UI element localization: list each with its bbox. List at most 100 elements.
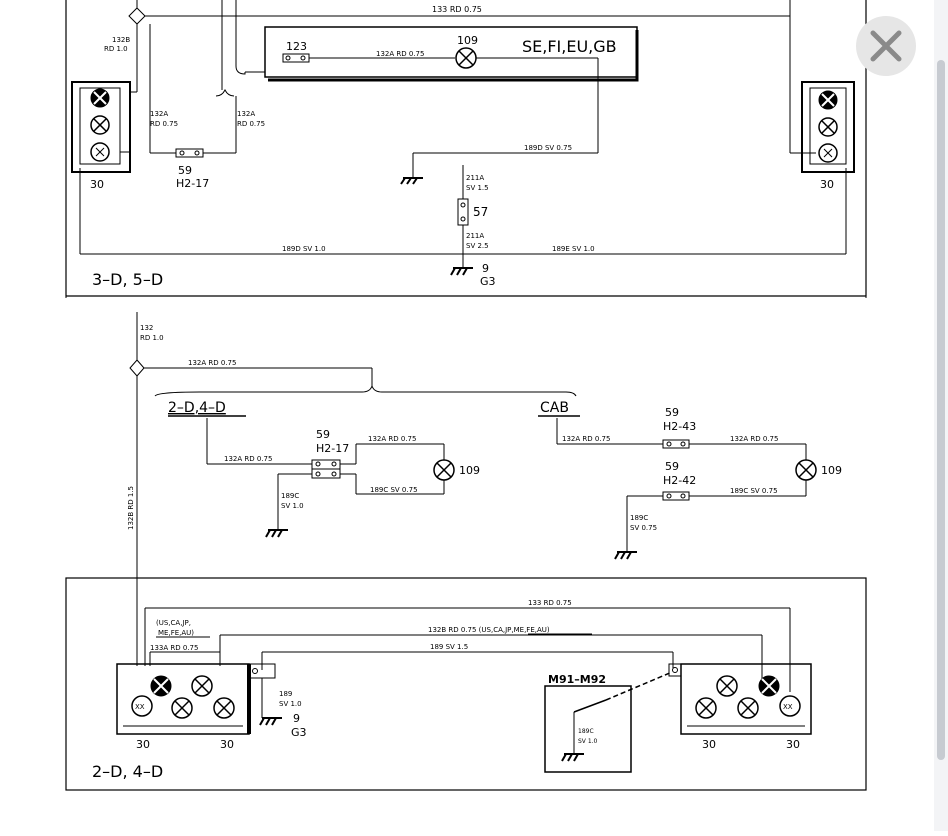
wire-label: 189E SV 1.0 bbox=[552, 245, 595, 253]
ground-icon bbox=[400, 177, 423, 185]
lamp-cluster-left bbox=[116, 663, 251, 735]
ground-icon bbox=[614, 551, 637, 560]
lamp-unit-left bbox=[71, 81, 131, 173]
wire-label: SV 2.5 bbox=[466, 242, 489, 250]
section-label: 2–D, 4–D bbox=[92, 762, 163, 781]
module-label: M91–M92 bbox=[548, 673, 606, 686]
wire-label: 189 bbox=[279, 690, 292, 698]
lamp-unit-number: 30 bbox=[136, 738, 150, 751]
lamp-unit-number: 30 bbox=[786, 738, 800, 751]
scrollbar-thumb[interactable] bbox=[937, 60, 945, 760]
wire-label: 189C SV 0.75 bbox=[370, 486, 418, 494]
lamp-number: 109 bbox=[457, 34, 478, 47]
wire-label: 189D SV 0.75 bbox=[524, 144, 572, 152]
ground-id: G3 bbox=[480, 275, 496, 288]
lamp-cross bbox=[798, 462, 814, 478]
panel-3d-5d: 133 RD 0.75 132B RD 1.0 132A RD 0.75 59 … bbox=[65, 0, 867, 298]
wire-label: 189D SV 1.0 bbox=[282, 245, 326, 253]
wire-label: 133 RD 0.75 bbox=[528, 599, 572, 607]
wire-label: 189C bbox=[281, 492, 299, 500]
panel-2d-4d: 133 RD 0.75 (US,CA,JP, ME,FE,AU) 133A RD… bbox=[65, 577, 867, 791]
fuse-number: 59 bbox=[665, 460, 679, 473]
middle-variants: 132 RD 1.0 132A RD 0.75 132B RD 1.5 2–D,… bbox=[127, 312, 842, 666]
fuse-contact bbox=[666, 441, 672, 447]
fuse-number: 59 bbox=[665, 406, 679, 419]
ground-icon bbox=[265, 529, 288, 538]
wire-label: 132 bbox=[140, 324, 153, 332]
fuse-contact bbox=[666, 493, 672, 499]
wire-label: 132B RD 0.75 (US,CA,JP,ME,FE,AU) bbox=[428, 626, 550, 634]
wire-label: 189 SV 1.5 bbox=[430, 643, 468, 651]
connector-number: 123 bbox=[286, 40, 307, 53]
wire-label: 133 RD 0.75 bbox=[432, 5, 482, 14]
wire-label: RD 1.0 bbox=[140, 334, 164, 342]
fuse-contact bbox=[680, 441, 686, 447]
wire-label: 133A RD 0.75 bbox=[150, 644, 198, 652]
close-button[interactable] bbox=[856, 16, 916, 76]
variant-label: CAB bbox=[540, 400, 569, 416]
variant-label: 2–D,4–D bbox=[168, 400, 226, 416]
ground-icon bbox=[561, 753, 584, 762]
ground-icon bbox=[450, 267, 473, 276]
lamp-code: XX bbox=[135, 703, 145, 711]
lamp-unit-right bbox=[801, 81, 855, 173]
wire-label: 189C bbox=[630, 514, 648, 522]
wire-label: RD 0.75 bbox=[237, 120, 265, 128]
wire-label: 211A bbox=[466, 174, 484, 182]
fuse-id: H2-43 bbox=[663, 420, 696, 433]
fuse-id: H2-17 bbox=[176, 177, 209, 190]
connector-number: 57 bbox=[473, 205, 488, 219]
wire-label: RD 1.0 bbox=[104, 45, 128, 53]
fuse-number: 59 bbox=[316, 428, 330, 441]
region-label: SE,FI,EU,GB bbox=[522, 37, 617, 56]
fuse-contact bbox=[680, 493, 686, 499]
fuse-id: H2-42 bbox=[663, 474, 696, 487]
wire-label: RD 0.75 bbox=[150, 120, 178, 128]
market-label: (US,CA,JP, bbox=[156, 619, 191, 627]
wire-label: 132A bbox=[150, 110, 168, 118]
lamp-unit-number: 30 bbox=[820, 178, 834, 191]
module-m91-m92 bbox=[544, 685, 632, 773]
connector-contact bbox=[285, 55, 291, 61]
wire-label: 132A RD 0.75 bbox=[188, 359, 236, 367]
lamp-number: 109 bbox=[459, 464, 480, 477]
connector-contact bbox=[460, 202, 466, 208]
wire-label: SV 1.0 bbox=[578, 738, 598, 745]
lamp-number: 109 bbox=[821, 464, 842, 477]
junction-diamond bbox=[129, 359, 145, 377]
lamp-code: XX bbox=[783, 703, 793, 711]
lamp-cluster-right bbox=[668, 663, 812, 735]
fuse-number: 59 bbox=[178, 164, 192, 177]
fuse-contact bbox=[315, 461, 321, 467]
section-label: 3–D, 5–D bbox=[92, 270, 163, 289]
lamp-cross bbox=[458, 50, 474, 66]
connector-contact bbox=[300, 55, 306, 61]
wire-label: 132A bbox=[237, 110, 255, 118]
fuse-contact bbox=[331, 461, 337, 467]
panel-frame bbox=[65, 0, 867, 297]
ground-id: G3 bbox=[291, 726, 307, 739]
fuse-id: H2-17 bbox=[316, 442, 349, 455]
switch-arm bbox=[573, 699, 607, 713]
wire-label: 132A RD 0.75 bbox=[224, 455, 272, 463]
fuse-contact bbox=[331, 471, 337, 477]
lamp-unit-number: 30 bbox=[220, 738, 234, 751]
wire-label: SV 1.0 bbox=[281, 502, 304, 510]
close-icon bbox=[870, 30, 902, 62]
lamp-cross bbox=[436, 462, 452, 478]
wire-label: 132B bbox=[112, 36, 130, 44]
market-label: ME,FE,AU) bbox=[158, 629, 194, 637]
wire-label: 132A RD 0.75 bbox=[376, 50, 424, 58]
panel-frame bbox=[65, 577, 867, 791]
lamp-unit-number: 30 bbox=[702, 738, 716, 751]
wire-label: 211A bbox=[466, 232, 484, 240]
brace bbox=[154, 384, 577, 397]
wire-label: 132A RD 0.75 bbox=[368, 435, 416, 443]
wire-label: 132A RD 0.75 bbox=[730, 435, 778, 443]
ground-number: 9 bbox=[293, 712, 300, 725]
connector-contact bbox=[252, 668, 258, 674]
connector-contact bbox=[460, 216, 466, 222]
brace bbox=[215, 88, 235, 97]
